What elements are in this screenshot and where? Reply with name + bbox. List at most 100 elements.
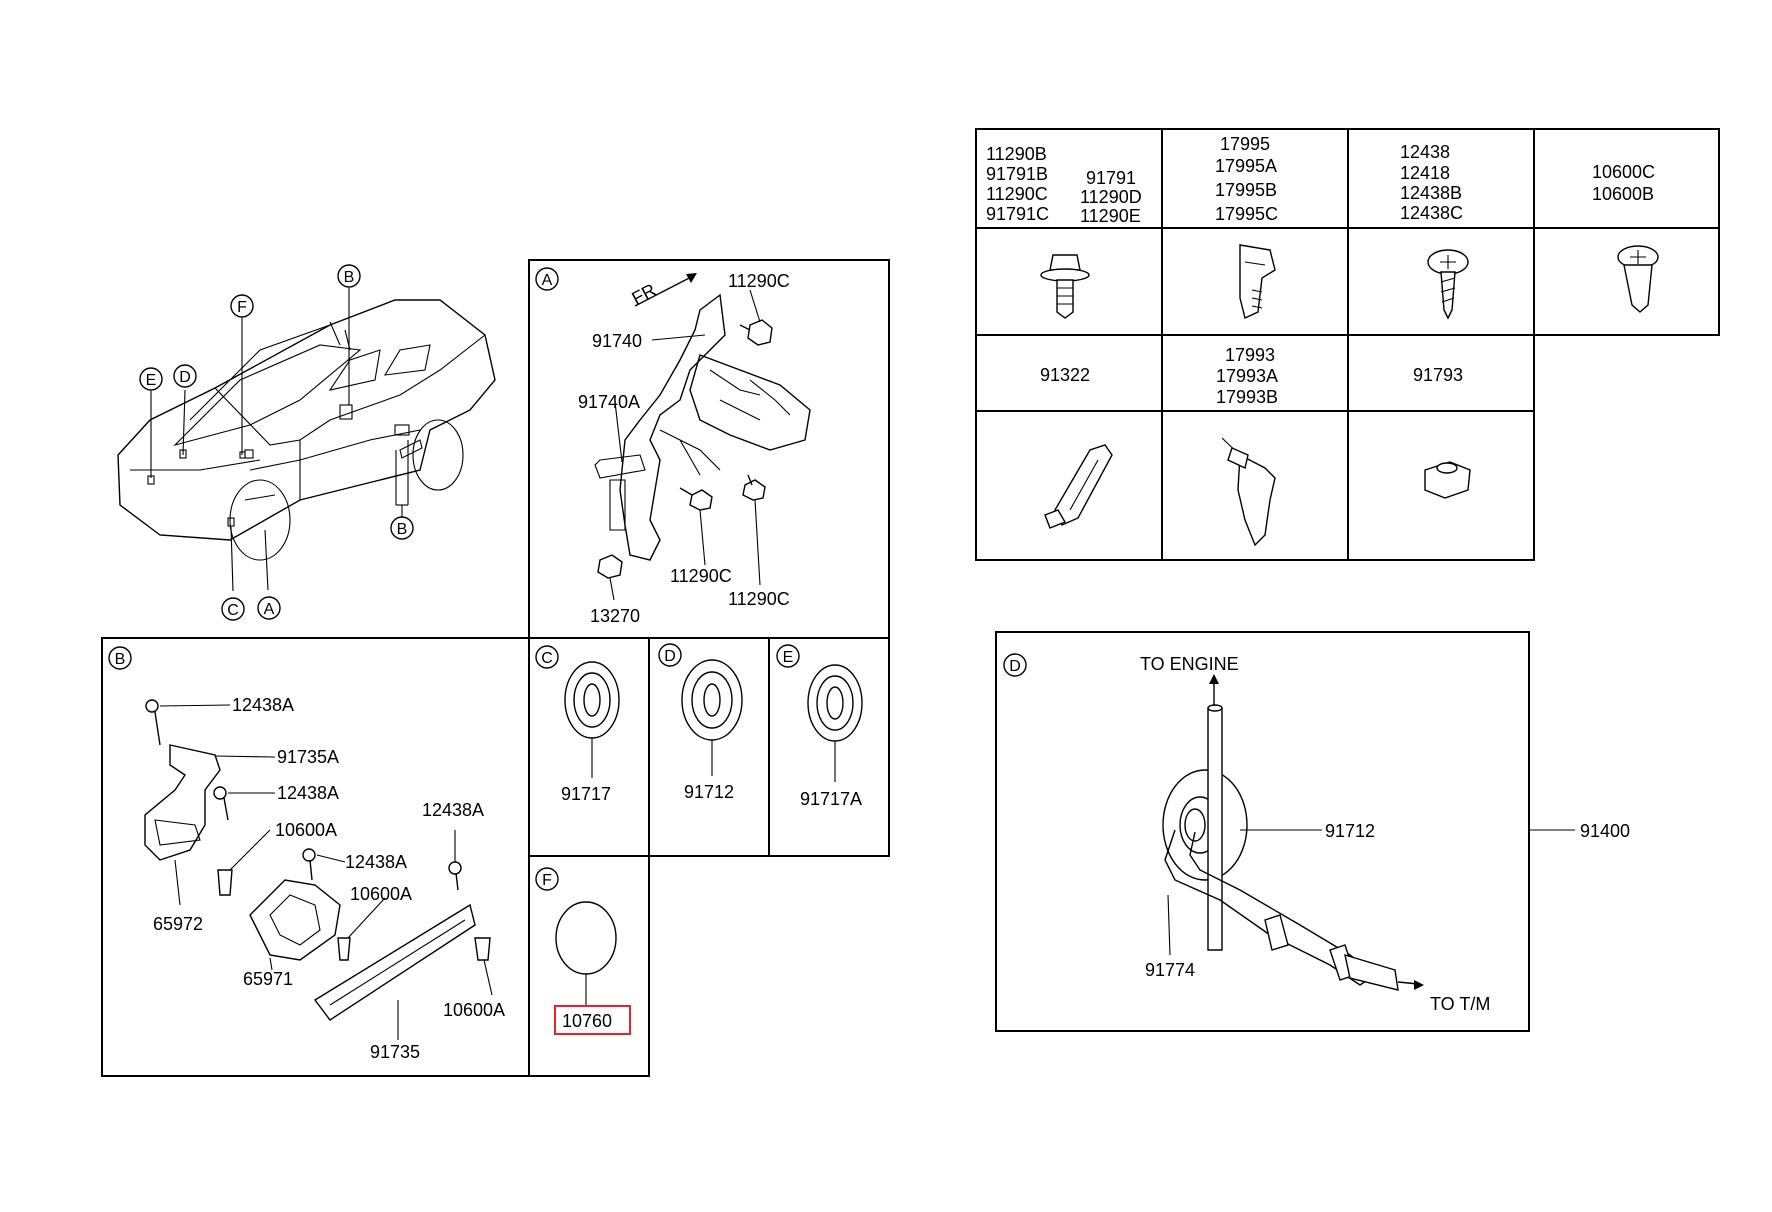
callout-c: C xyxy=(221,597,245,621)
svg-text:D: D xyxy=(179,369,191,386)
screw xyxy=(145,699,161,746)
detail-e: E 91717A xyxy=(768,637,890,857)
grommet-icon xyxy=(807,664,863,742)
strap-clip-icon xyxy=(1044,444,1113,529)
fastener xyxy=(739,319,773,346)
part-number: 65972 xyxy=(153,914,203,934)
part-number: 12438B xyxy=(1400,183,1462,203)
highlight-box xyxy=(554,1005,631,1035)
detail-c-label: C xyxy=(541,650,553,667)
detail-b-label: B xyxy=(115,651,126,668)
fr-direction-label: FR xyxy=(628,280,659,309)
svg-text:B: B xyxy=(397,521,408,538)
part-number: 13270 xyxy=(590,606,640,626)
part-number: 11290D xyxy=(1080,187,1142,207)
svg-text:B: B xyxy=(344,269,355,286)
part-number: 11290C xyxy=(986,184,1048,204)
part-number: 91717 xyxy=(561,784,611,804)
part-number: 91717A xyxy=(800,789,862,809)
clip xyxy=(217,869,233,896)
part-number: 91791 xyxy=(1086,168,1136,188)
part-number: 10600A xyxy=(275,820,337,840)
part-number: 17995B xyxy=(1215,180,1277,200)
part-number: 12438A xyxy=(232,695,294,715)
detail-d-small: D 91712 xyxy=(648,637,770,857)
svg-text:C: C xyxy=(227,602,239,619)
part-number: 91793 xyxy=(1413,365,1463,385)
fastener xyxy=(597,554,623,579)
detail-d-large-label: D xyxy=(1009,658,1021,675)
callout-a: A xyxy=(257,596,281,620)
part-number: 91791B xyxy=(986,164,1048,184)
part-number: 91740 xyxy=(592,331,642,351)
part-number: 17995C xyxy=(1215,204,1278,224)
part-number: 17993A xyxy=(1216,366,1278,386)
detail-d-large: D TO ENGINE TO T/M 91712 91400 91774 xyxy=(995,631,1630,1032)
detail-f: F 10760 xyxy=(528,855,650,1077)
part-number: 10600B xyxy=(1592,184,1654,204)
part-number: 91712 xyxy=(684,782,734,802)
detail-c: C 91717 xyxy=(528,637,650,857)
part-number: 12418 xyxy=(1400,163,1450,183)
detail-a-label: A xyxy=(542,272,553,289)
part-number: 12438A xyxy=(345,852,407,872)
clip xyxy=(337,937,351,961)
to-tm-label: TO T/M xyxy=(1430,994,1490,1014)
cable-tie-icon xyxy=(1221,437,1276,547)
part-number: 17993B xyxy=(1216,387,1278,407)
part-number: 91735A xyxy=(277,747,339,767)
callout-e: E xyxy=(139,367,163,391)
tapping-screw-icon xyxy=(1427,249,1469,320)
part-number: 11290C xyxy=(670,566,732,586)
screw xyxy=(302,848,316,881)
detail-f-label: F xyxy=(542,872,552,889)
grommet-icon xyxy=(564,661,620,739)
part-number: 12438 xyxy=(1400,142,1450,162)
callout-d: D xyxy=(173,364,197,388)
part-number: 17995 xyxy=(1220,134,1270,154)
vehicle-overview: E D F B B C A xyxy=(117,264,496,621)
flange-bolt-icon xyxy=(1040,254,1090,319)
part-number: 91400 xyxy=(1580,821,1630,841)
to-engine-label: TO ENGINE xyxy=(1140,654,1239,674)
hex-nut-icon xyxy=(1424,461,1471,499)
callout-b-bottom: B xyxy=(390,516,414,540)
detail-b: B 12438A 91735A 12438A 10600A xyxy=(101,637,530,1077)
hardware-table: 11290B 91791B 11290C 91791C 91791 11290D… xyxy=(975,128,1720,561)
plug-icon xyxy=(555,901,617,975)
part-number: 11290C xyxy=(728,271,790,291)
svg-text:A: A xyxy=(264,601,275,618)
part-number: 10600A xyxy=(350,884,412,904)
part-number: 10600C xyxy=(1592,162,1655,182)
part-number: 11290E xyxy=(1080,206,1141,226)
svg-text:F: F xyxy=(237,299,247,316)
part-number: 91735 xyxy=(370,1042,420,1062)
part-number: 17995A xyxy=(1215,156,1277,176)
part-number: 91791C xyxy=(986,204,1049,224)
svg-text:E: E xyxy=(146,372,157,389)
detail-d-label: D xyxy=(664,648,676,665)
grommet-icon xyxy=(681,659,743,741)
part-number: 65971 xyxy=(243,969,293,989)
part-number: 12438A xyxy=(277,783,339,803)
part-number: 17993 xyxy=(1225,345,1275,365)
detail-e-label: E xyxy=(783,649,794,666)
part-number: 11290C xyxy=(728,589,790,609)
part-number: 12438C xyxy=(1400,203,1463,223)
callout-b-top: B xyxy=(337,264,361,288)
fastener xyxy=(742,474,766,501)
part-number: 10600A xyxy=(443,1000,505,1020)
part-number: 91774 xyxy=(1145,960,1195,980)
push-clip-icon xyxy=(1617,245,1659,313)
cable-assembly xyxy=(1162,704,1399,991)
screw xyxy=(448,861,462,891)
vehicle-drawing xyxy=(117,299,496,561)
part-number: 11290B xyxy=(986,144,1047,164)
clip xyxy=(474,937,491,961)
part-number: 91712 xyxy=(1325,821,1375,841)
part-number: 12438A xyxy=(422,800,484,820)
fastener xyxy=(679,487,713,511)
part-number: 91740A xyxy=(578,392,640,412)
detail-a: A FR 11290C xyxy=(528,259,890,639)
